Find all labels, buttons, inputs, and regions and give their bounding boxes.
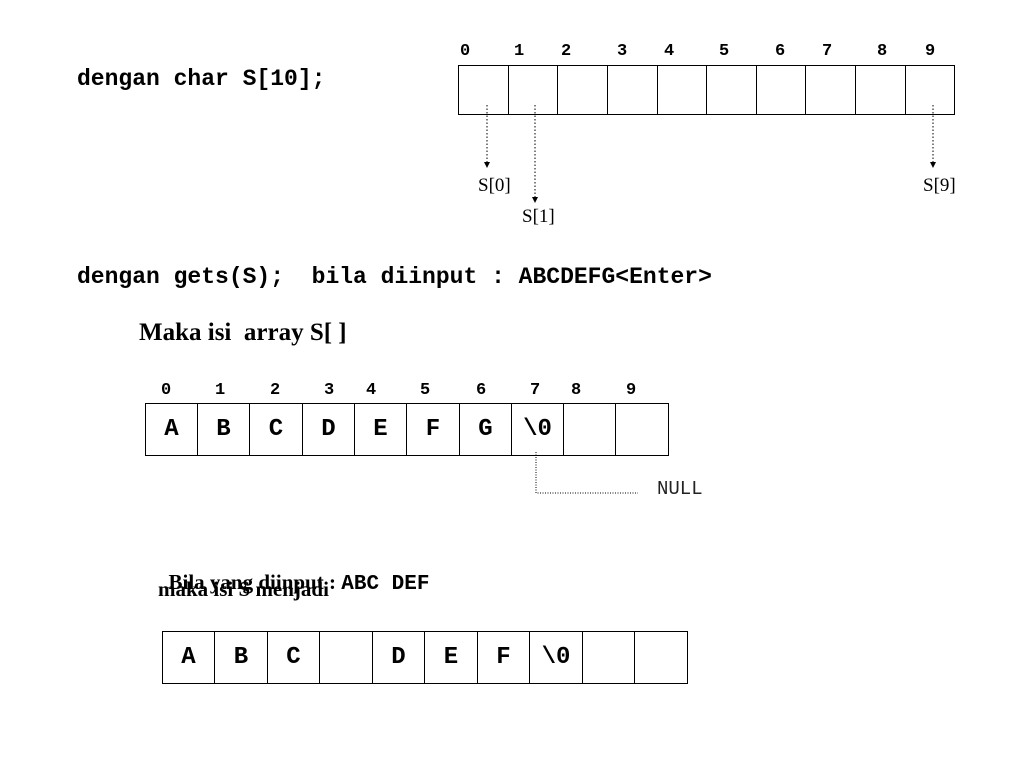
index-label: 6 — [775, 42, 786, 61]
null-label: NULL — [657, 478, 703, 500]
char-array-empty — [458, 65, 955, 115]
index-label: 4 — [366, 381, 377, 400]
index-label: 3 — [617, 42, 628, 61]
input-example-text: Bila yang diinput : — [168, 570, 342, 594]
index-label: 9 — [925, 42, 936, 61]
index-label: 2 — [561, 42, 572, 61]
array-cell — [806, 65, 856, 115]
array-cell: B — [198, 403, 250, 456]
index-label: 8 — [571, 381, 582, 400]
s0-label: S[0] — [478, 175, 511, 196]
index-label: 9 — [626, 381, 637, 400]
index-label: 5 — [420, 381, 431, 400]
index-label: 7 — [530, 381, 541, 400]
array-cell — [707, 65, 757, 115]
array-cell: E — [355, 403, 407, 456]
index-label: 1 — [215, 381, 226, 400]
array-cell — [616, 403, 669, 456]
array-cell — [635, 631, 688, 684]
array-cell — [906, 65, 955, 115]
index-label: 2 — [270, 381, 281, 400]
gets-code-line: dengan gets(S); bila diinput : ABCDEFG<E… — [77, 264, 712, 290]
section-heading: Maka isi array S[ ] — [139, 319, 347, 346]
index-label: 0 — [460, 42, 471, 61]
array-cell: G — [460, 403, 512, 456]
array-cell — [856, 65, 906, 115]
index-label: 3 — [324, 381, 335, 400]
array-cell: C — [250, 403, 303, 456]
array-cell: D — [303, 403, 355, 456]
array-cell — [583, 631, 635, 684]
char-array-with-space: A B C D E F \0 — [162, 631, 688, 684]
array-cell — [509, 65, 558, 115]
index-label: 1 — [514, 42, 525, 61]
array-cell — [564, 403, 616, 456]
array-cell: D — [373, 631, 425, 684]
null-pointer-line — [535, 452, 638, 494]
array-cell — [757, 65, 806, 115]
array-cell: B — [215, 631, 268, 684]
array-cell — [320, 631, 373, 684]
char-array-filled: A B C D E F G \0 — [145, 403, 669, 456]
array-cell: E — [425, 631, 478, 684]
array-cell: F — [478, 631, 530, 684]
array-cell — [558, 65, 608, 115]
array-cell: \0 — [530, 631, 583, 684]
input-example-code: ABC DEF — [341, 573, 430, 596]
array-cell: C — [268, 631, 320, 684]
array-cell: F — [407, 403, 460, 456]
index-label: 5 — [719, 42, 730, 61]
index-label: 7 — [822, 42, 833, 61]
input-example-line: Bila yang diinput : ABC DEF — [158, 545, 430, 596]
array-cell: A — [163, 631, 215, 684]
array-cell: \0 — [512, 403, 564, 456]
s1-label: S[1] — [522, 206, 555, 227]
array-cell — [608, 65, 658, 115]
array-cell — [658, 65, 707, 115]
array-cell — [459, 65, 509, 115]
index-label: 6 — [476, 381, 487, 400]
s9-label: S[9] — [923, 175, 956, 196]
index-label: 8 — [877, 42, 888, 61]
result-caption: maka isi S menjadi — [158, 577, 329, 601]
array-cell: A — [146, 403, 198, 456]
declaration-text: dengan char S[10]; — [77, 66, 326, 92]
index-label: 0 — [161, 381, 172, 400]
index-label: 4 — [664, 42, 675, 61]
